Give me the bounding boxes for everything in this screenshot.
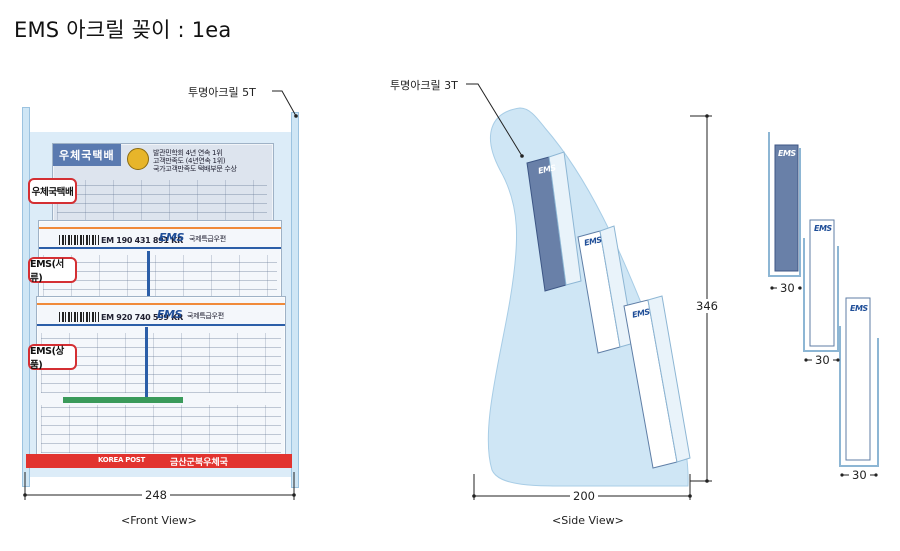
detail-dim-3: 30 xyxy=(849,468,870,482)
ems-logo: EMS xyxy=(157,308,182,321)
front-width-value: 248 xyxy=(142,488,170,502)
detail-pocket-1-logo: EMS xyxy=(778,149,796,158)
label-acrylic-5t: 투명아크릴 5T xyxy=(188,86,256,99)
barcode xyxy=(59,312,99,322)
tag-ems-goods: EMS(상품) xyxy=(28,344,77,371)
notice-line-3: 국가고객만족도 택배부문 수상 xyxy=(153,165,237,173)
seal-icon xyxy=(127,148,149,170)
side-pocket-1 xyxy=(526,151,582,292)
green-bar xyxy=(63,397,183,403)
front-view-caption: <Front View> xyxy=(121,514,197,527)
parcel-form: 우체국택배 발관민학회 4년 연속 1위 고객만족도 (4년연속 1위) 국가고… xyxy=(52,143,274,227)
blue-bar xyxy=(145,327,148,397)
tag-ems-document: EMS(서류) xyxy=(28,257,77,284)
detail-pocket-2 xyxy=(803,219,839,352)
detail-pocket-3 xyxy=(839,297,879,467)
ems-document-grid xyxy=(43,255,277,299)
side-height-value: 346 xyxy=(693,299,721,313)
notice-line-2: 고객만족도 (4년연속 1위) xyxy=(153,157,226,165)
tracking-number: EM 920 740 599 KR xyxy=(101,313,183,322)
ems-logo-sub: 국제특급우편 xyxy=(187,312,224,320)
notice-line-1: 발관민학회 4년 연속 1위 xyxy=(153,149,223,157)
parcel-form-header xyxy=(53,144,121,166)
ems-goods-grid xyxy=(41,333,281,393)
ems-goods-grid-lower xyxy=(41,405,281,453)
parcel-form-header-text: 우체국택배 xyxy=(59,149,115,162)
page-title: EMS 아크릴 꽂이 : 1ea xyxy=(14,18,232,42)
ems-logo: EMS xyxy=(159,231,184,244)
tracking-number: EM 190 431 891 KR xyxy=(101,236,183,245)
acrylic-left-edge xyxy=(22,107,30,487)
side-width-value: 200 xyxy=(570,489,598,503)
detail-dim-2: 30 xyxy=(812,353,833,367)
detail-pocket-1 xyxy=(768,132,801,277)
blue-bar xyxy=(147,251,150,301)
korea-post-brand: KOREA POST xyxy=(98,456,145,464)
side-pocket-3 xyxy=(623,295,691,469)
parcel-form-grid xyxy=(57,180,267,222)
barcode xyxy=(59,235,99,245)
detail-pocket-2-logo: EMS xyxy=(814,224,832,233)
post-office-name: 금산군북우체국 xyxy=(170,458,228,468)
side-view-caption: <Side View> xyxy=(552,514,624,527)
acrylic-right-edge xyxy=(291,112,299,488)
detail-pocket-3-logo: EMS xyxy=(850,304,868,313)
label-acrylic-3t: 투명아크릴 3T xyxy=(390,79,458,92)
tag-parcel: 우체국택배 xyxy=(28,178,77,204)
ems-document-form: EM 190 431 891 KR EMS 국제특급우편 xyxy=(38,220,282,304)
detail-dim-1: 30 xyxy=(777,281,798,295)
ems-logo-sub: 국제특급우편 xyxy=(189,235,226,243)
leader-line-5t xyxy=(272,90,298,118)
leader-line-3t xyxy=(466,83,523,157)
footer-band xyxy=(26,454,292,468)
